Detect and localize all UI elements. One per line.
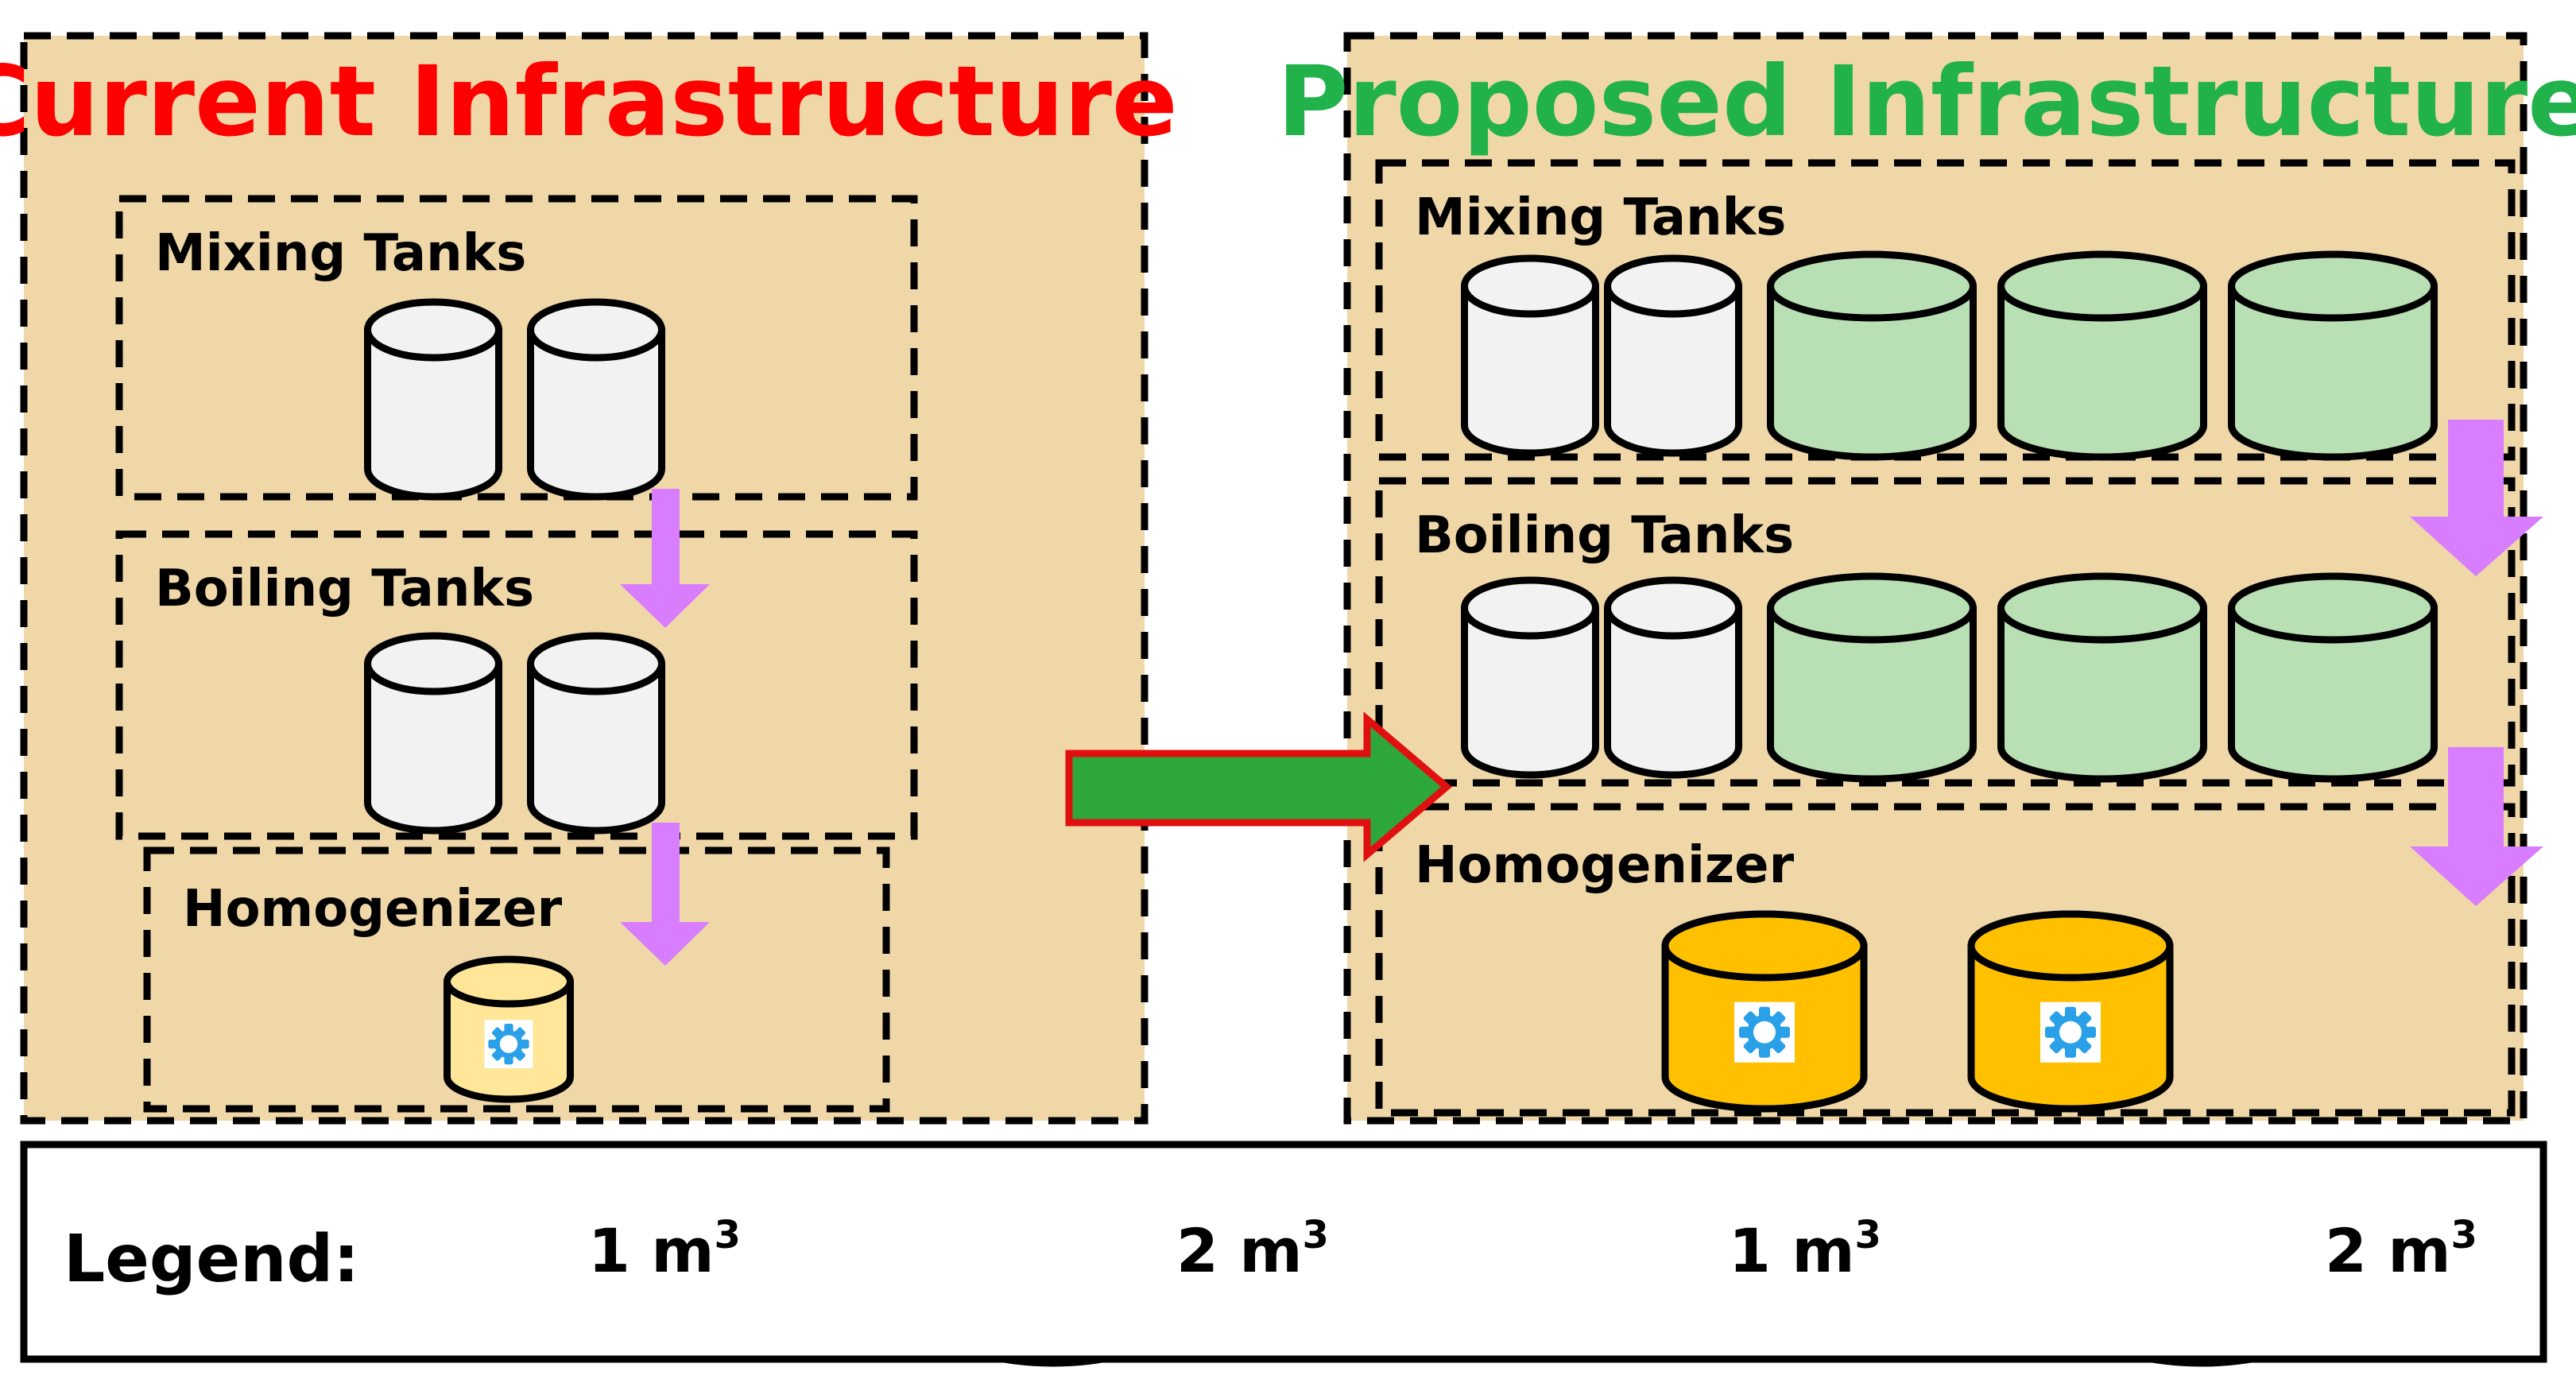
boiling-tank-2m3-icon: [1767, 572, 1977, 783]
boiling-tank-icon: [1604, 576, 1742, 779]
boiling-tank-icon: [527, 632, 665, 835]
proposed-homogenizer-label: Homogenizer: [1415, 836, 1795, 895]
mixing-tank-2m3-icon: [2228, 250, 2438, 461]
current-infrastructure-panel: Current Infrastructure Mixing Tanks Boil…: [0, 32, 1178, 1125]
current-boiling-section: [115, 530, 918, 840]
current-boiling-label: Boiling Tanks: [155, 560, 534, 618]
flow-arrow-boiling-to-homogenizer: [620, 823, 710, 966]
proposed-title: Proposed Infrastructure: [1277, 45, 2576, 158]
homogenizer-icon: [444, 955, 574, 1103]
gear-icon: [484, 1020, 533, 1068]
gear-icon: [1734, 1001, 1795, 1063]
mixing-tank-2m3-icon: [1767, 250, 1977, 461]
current-homogenizer-section: [143, 846, 890, 1113]
flow-arrows-current: [620, 489, 710, 966]
flow-arrow-mixing-to-boiling: [620, 489, 710, 628]
flow-arrows-proposed: [2410, 420, 2543, 906]
current-mixing-label: Mixing Tanks: [155, 224, 526, 283]
flow-arrow-boiling-to-homogenizer-proposed: [2410, 747, 2543, 906]
proposed-mixing-section: [1375, 159, 2516, 461]
boiling-tank-2m3-icon: [1997, 572, 2207, 783]
current-homogenizer-label: Homogenizer: [183, 880, 563, 939]
legend: Legend: 1 m3 2 m3 1 m3 2 m3: [20, 1141, 2547, 1363]
legend-label-1: 1 m3: [588, 1213, 741, 1286]
mixing-tank-icon: [1461, 254, 1599, 457]
boiling-tank-2m3-icon: [2228, 572, 2438, 783]
mixing-tank-icon: [364, 298, 502, 501]
proposed-boiling-label: Boiling Tanks: [1415, 506, 1794, 565]
legend-label-4: 2 m3: [2325, 1213, 2477, 1286]
proposed-boiling-section: [1375, 477, 2516, 787]
flow-arrow-mixing-to-boiling-proposed: [2410, 420, 2543, 576]
mixing-tank-icon: [527, 298, 665, 501]
transition-arrow: [1065, 711, 1452, 862]
proposed-mixing-label: Mixing Tanks: [1415, 188, 1786, 247]
current-title: Current Infrastructure: [0, 45, 1178, 158]
homogenizer-2m3-icon: [1661, 910, 1868, 1113]
gear-icon: [2040, 1001, 2101, 1063]
boiling-tank-icon: [1461, 576, 1599, 779]
homogenizer-2m3-icon: [1967, 910, 2174, 1113]
mixing-tank-icon: [1604, 254, 1742, 457]
legend-label-2: 2 m3: [1176, 1213, 1329, 1286]
legend-label-3: 1 m3: [1729, 1213, 1881, 1286]
current-mixing-section: [115, 195, 918, 501]
mixing-tank-2m3-icon: [1997, 250, 2207, 461]
legend-title: Legend:: [64, 1222, 359, 1297]
boiling-tank-icon: [364, 632, 502, 835]
proposed-homogenizer-section: [1375, 803, 2516, 1117]
